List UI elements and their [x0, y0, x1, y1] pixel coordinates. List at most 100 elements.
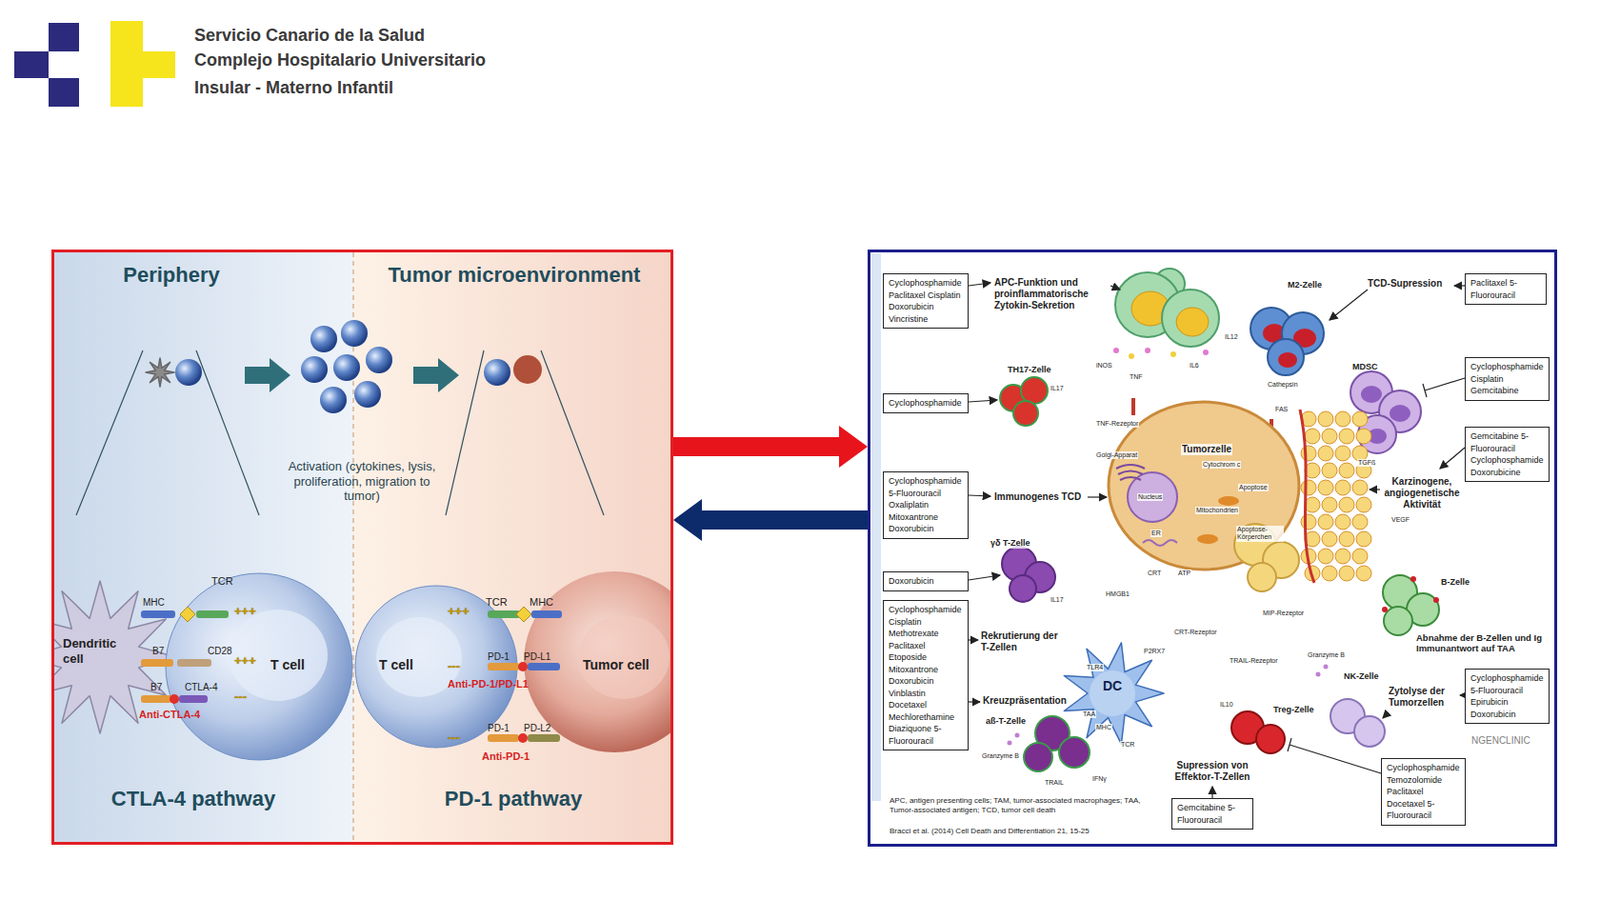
figure-label: IL6	[1188, 361, 1200, 370]
art-rect	[51, 249, 354, 845]
art-circle	[165, 573, 353, 760]
figure-label: Apoptose	[1238, 483, 1269, 492]
drug-box: Cyclophosphamide	[882, 393, 969, 414]
art-circle	[175, 359, 202, 386]
art-circle	[310, 325, 338, 353]
figure-label: CD28	[207, 645, 233, 658]
figure-label: Cathepsin	[1266, 380, 1300, 389]
figure-label: ---	[447, 659, 460, 675]
panel-text: Zytolyse der Tumorzellen	[1388, 685, 1458, 709]
figure-label: Nucleus	[1137, 493, 1163, 501]
drug-box: Gemcitabine 5-Fluorouracil	[1171, 798, 1254, 830]
dendritic-cell-shape	[1063, 642, 1164, 744]
tumor-tissue-cell	[1318, 548, 1334, 564]
drug-list: Cyclophosphamide 5-Fluorouracil Epirubic…	[1470, 672, 1544, 720]
tumor-tissue-cell	[1335, 445, 1351, 461]
tumor-tissue-cell	[1352, 548, 1368, 564]
tumor-tissue-cell	[1300, 514, 1317, 530]
art-circle	[518, 661, 528, 672]
art-rect	[353, 249, 674, 845]
figure-label: T cell	[379, 657, 414, 674]
figure-label: TCR	[211, 575, 234, 588]
tumor-tissue-cell	[1352, 480, 1368, 496]
art-circle	[1020, 377, 1048, 404]
art-path	[1110, 285, 1120, 290]
art-circle	[1015, 733, 1020, 739]
figure-label: FAS	[1274, 405, 1289, 414]
figure-label: ER	[1150, 529, 1162, 538]
art-circle	[518, 733, 528, 743]
figure-label: PD-1	[487, 651, 510, 663]
art-rect	[140, 610, 176, 619]
drug-box: Paclitaxel 5-Fluorouracil	[1464, 273, 1547, 305]
tumor-tissue-cell	[1339, 428, 1355, 444]
art-path	[76, 350, 604, 516]
art-ellipse	[228, 609, 328, 701]
drug-box: Cyclophosphamide Cisplatin Gemcitabine	[1464, 357, 1550, 401]
art-path	[1211, 786, 1213, 799]
figure-label: TRAIL	[1043, 779, 1065, 787]
drug-list: Doxorubicin	[888, 575, 963, 588]
drug-list: Gemcitabine 5-Fluorouracil Cyclophospham…	[1470, 430, 1544, 479]
art-path	[968, 495, 991, 497]
art-circle	[513, 355, 542, 384]
art-ellipse	[1218, 496, 1240, 506]
tumor-tissue-cell	[1321, 497, 1338, 513]
art-g	[1300, 411, 1372, 581]
arrow-head	[839, 425, 868, 468]
figure-label: ---	[234, 689, 247, 705]
tumor-tissue-cell	[1318, 445, 1334, 461]
tumor-tissue-cell	[1339, 462, 1355, 479]
art-circle	[1161, 289, 1220, 347]
figure-label: Tumor cell	[582, 657, 650, 674]
art-ellipse	[1360, 385, 1382, 403]
figure-label: CRT-Rezeptor	[1173, 628, 1219, 637]
drug-list: Paclitaxel 5-Fluorouracil	[1470, 277, 1541, 301]
art-ellipse	[1176, 307, 1209, 337]
art-circle	[169, 694, 180, 704]
art-path	[968, 700, 980, 702]
figure-label: IL10	[1219, 700, 1235, 709]
art-rect	[48, 22, 80, 52]
drug-box: Cyclophosphamide Paclitaxel Cisplatin Do…	[882, 273, 969, 329]
tumor-tissue-cell	[1356, 531, 1372, 547]
figure-label: Dendritic cell	[62, 636, 130, 666]
figure-label: TGFß	[1357, 459, 1377, 467]
art-circle	[1023, 742, 1053, 772]
drug-box: Cyclophosphamide 5-Fluorouracil Epirubic…	[1464, 668, 1550, 724]
tumor-tissue-cell	[1352, 411, 1368, 427]
figure-label: B7	[152, 645, 164, 658]
art-circle	[523, 571, 674, 753]
art-path	[968, 639, 979, 640]
panel-text: TCD-Supression	[1367, 278, 1456, 290]
figure-label: TCR	[485, 596, 508, 609]
art-rect	[871, 253, 881, 801]
immune-checkpoint-art	[51, 249, 674, 845]
art-circle	[1128, 353, 1135, 360]
art-line	[1131, 398, 1136, 416]
art-rect	[867, 249, 1558, 847]
art-ellipse	[1278, 352, 1298, 368]
figure-label: PD-L1	[523, 651, 551, 663]
panel-text: Bracci et al. (2014) Cell Death and Diff…	[889, 826, 1166, 837]
panel-text: Tumor microenvironment	[371, 262, 658, 288]
art-polygon	[180, 606, 196, 622]
art-rect	[487, 662, 520, 671]
art-path	[968, 400, 998, 402]
tumor-tissue-cell	[1304, 428, 1320, 444]
art-circle	[1267, 339, 1304, 376]
art-circle	[320, 386, 347, 414]
art-path	[1454, 284, 1465, 286]
figure-label: NK-Zelle	[1342, 671, 1380, 682]
figure-label: DC	[1102, 678, 1122, 695]
art-path	[1116, 464, 1145, 480]
figure-label: TCR	[1120, 740, 1136, 749]
art-circle	[1127, 472, 1178, 522]
panel-text: Immunogenes TCD	[994, 491, 1090, 503]
figure-label: NGENCLINIC	[1471, 735, 1531, 747]
figure-label: P2RX7	[1142, 647, 1166, 656]
art-rect	[531, 610, 562, 619]
figure-label: Complejo Hospitalario Universitario	[194, 50, 486, 72]
figure-label: Granzyme B	[1306, 651, 1346, 660]
